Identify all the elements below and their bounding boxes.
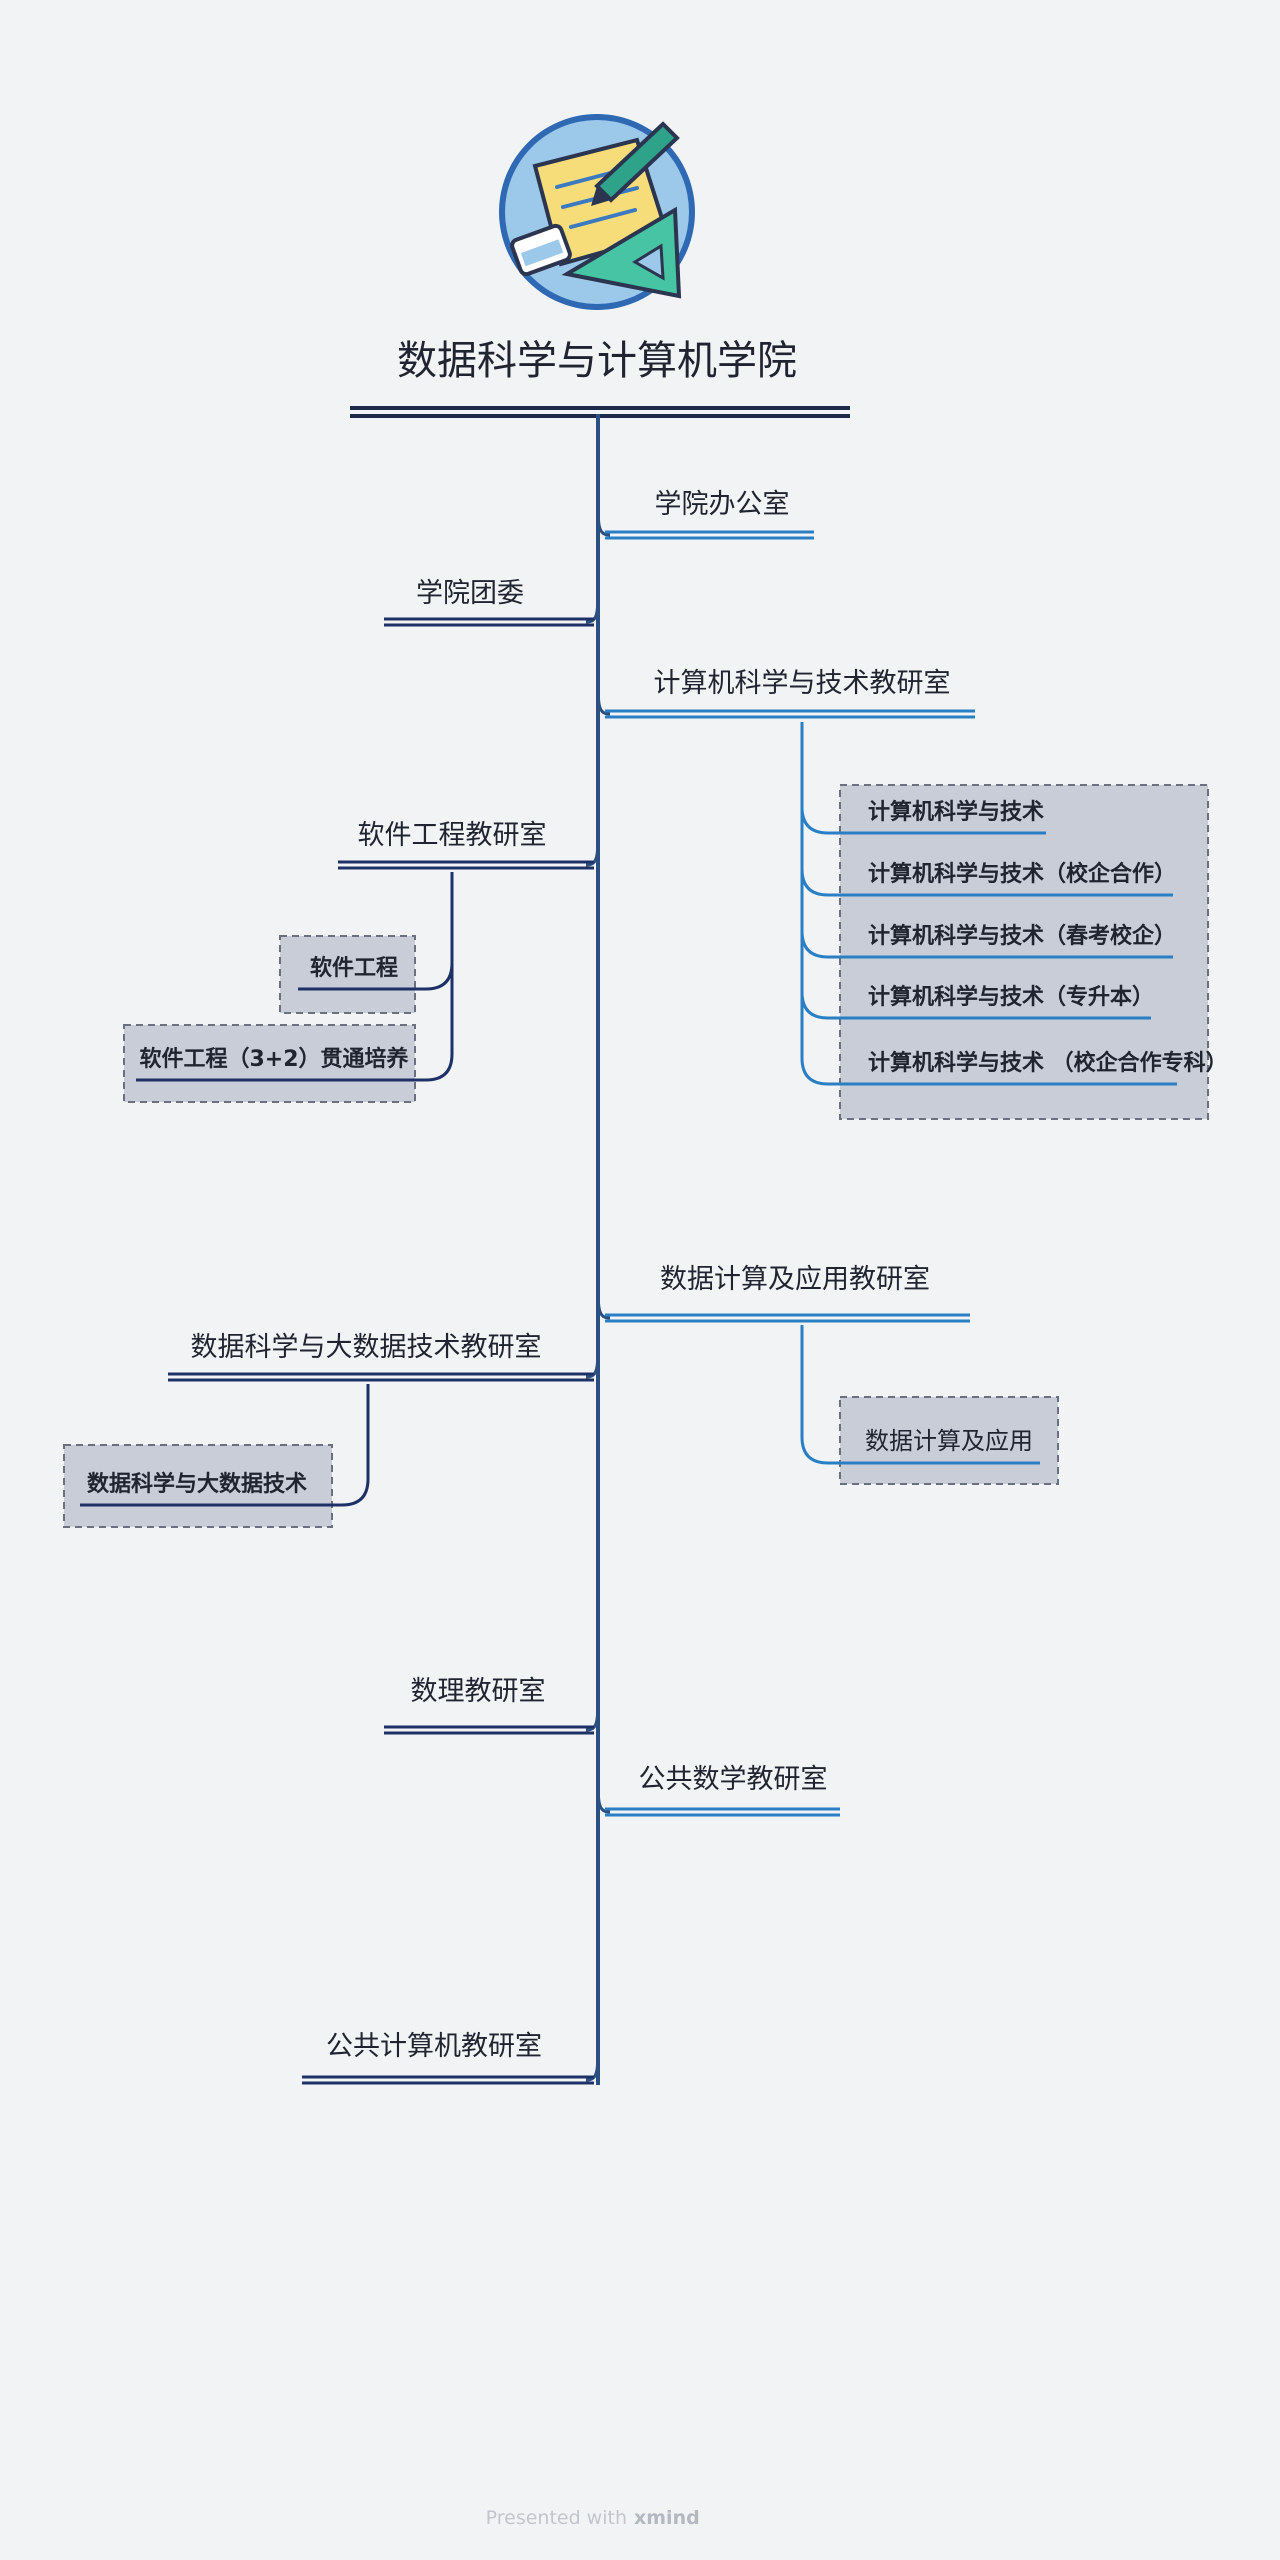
subtopic-connector (136, 872, 454, 1082)
branch-connector (585, 824, 600, 867)
branch-label-se[interactable]: 软件工程教研室 (358, 820, 547, 851)
subtopic-group-box (839, 784, 1209, 1120)
subtopic-label[interactable]: 数据科学与大数据技术 (87, 1471, 307, 1497)
subtopic-box (63, 1444, 333, 1528)
branch-label-league[interactable]: 学院团委 (416, 578, 524, 609)
branch-label-math[interactable]: 数理教研室 (411, 1676, 546, 1707)
subtopic-connector (800, 1325, 1040, 1465)
branch-connector (585, 1689, 600, 1732)
subtopic-connector (80, 1384, 370, 1507)
branch-connector (585, 2039, 600, 2082)
branch-label-pubcomp[interactable]: 公共计算机教研室 (326, 2031, 542, 2062)
branch-label-dca[interactable]: 数据计算及应用教研室 (660, 1264, 930, 1295)
subtopic-box (123, 1024, 416, 1103)
subtopic-label[interactable]: 计算机科学与技术（专升本） (868, 984, 1154, 1010)
subtopic-label[interactable]: 软件工程 (310, 955, 398, 981)
root-title: 数据科学与计算机学院 (397, 338, 797, 384)
stationery-icon (499, 114, 695, 310)
subtopic-box (279, 935, 416, 1014)
branch-connector (596, 1771, 611, 1814)
branch-connector (596, 673, 611, 716)
branch-label-dsbd[interactable]: 数据科学与大数据技术教研室 (191, 1332, 542, 1363)
branch-label-cs[interactable]: 计算机科学与技术教研室 (654, 668, 951, 699)
branch-label-pubmath[interactable]: 公共数学教研室 (639, 1764, 828, 1795)
subtopic-label[interactable]: 软件工程（3+2）贯通培养 (139, 1046, 408, 1072)
branch-connector (596, 1277, 611, 1320)
subtopic-connector (800, 722, 1177, 1086)
subtopic-label[interactable]: 数据计算及应用 (865, 1427, 1033, 1455)
subtopic-label[interactable]: 计算机科学与技术（春考校企） (868, 923, 1176, 949)
branch-connector (596, 494, 611, 537)
branch-connector (585, 1336, 600, 1379)
presented-with-footer: Presented with (486, 2507, 627, 2529)
subtopic-label[interactable]: 计算机科学与技术（校企合作） (868, 861, 1176, 887)
xmind-logo: xmind (634, 2507, 700, 2529)
subtopic-box (839, 1396, 1059, 1485)
branch-connector (585, 581, 600, 624)
subtopic-label[interactable]: 计算机科学与技术 (868, 799, 1044, 825)
subtopic-label[interactable]: 计算机科学与技术 （校企合作专科） (868, 1050, 1228, 1076)
branch-label-office[interactable]: 学院办公室 (655, 489, 790, 520)
